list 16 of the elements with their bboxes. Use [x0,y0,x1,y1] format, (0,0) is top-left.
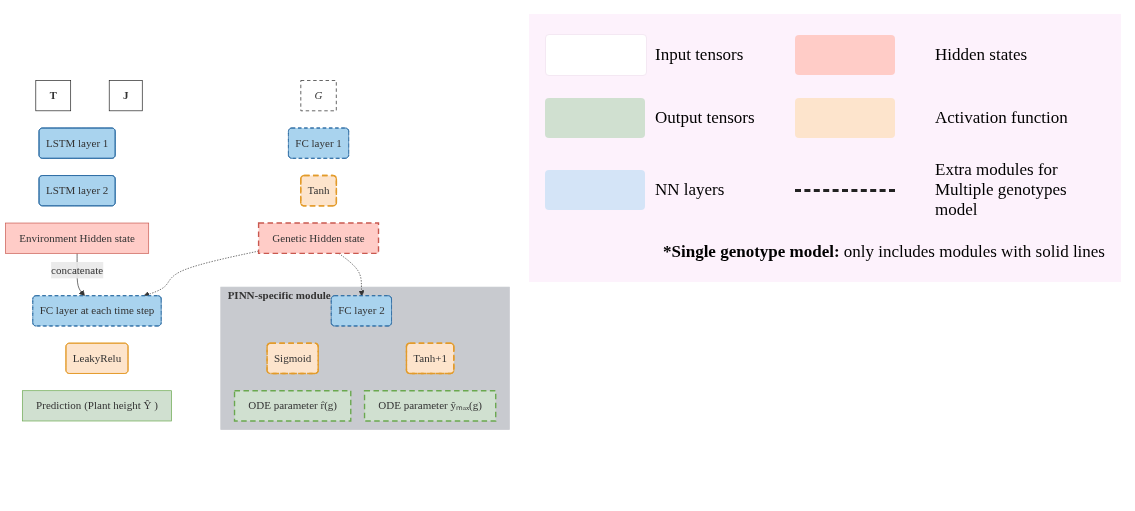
legend-label: Input tensors [655,45,745,65]
legend-label: Extra modules for Multiple genotypes model [935,160,1068,220]
node-box: T [35,80,72,112]
node-box: G [300,80,337,112]
legend-label: Hidden states [935,45,1029,65]
note-text: *Single genotype model: only includes modules with solid lines [662,242,1105,262]
node-box: Environment Hidden state [5,223,150,255]
node-box: Prediction (Plant height Ŷ ) [22,390,172,422]
node-box: ODE parameter r̂(g) [233,390,352,423]
legend-label: Activation function [935,108,1069,128]
node-box: J [108,80,143,112]
legend-label: Output tensors [655,108,756,128]
node-box: Genetic Hidden state [257,222,380,255]
legend-label: NN layers [655,180,726,200]
edge-label: concatenate [51,264,104,277]
node-box: ODE parameter ŷₘₐₓ(g) [363,390,497,423]
